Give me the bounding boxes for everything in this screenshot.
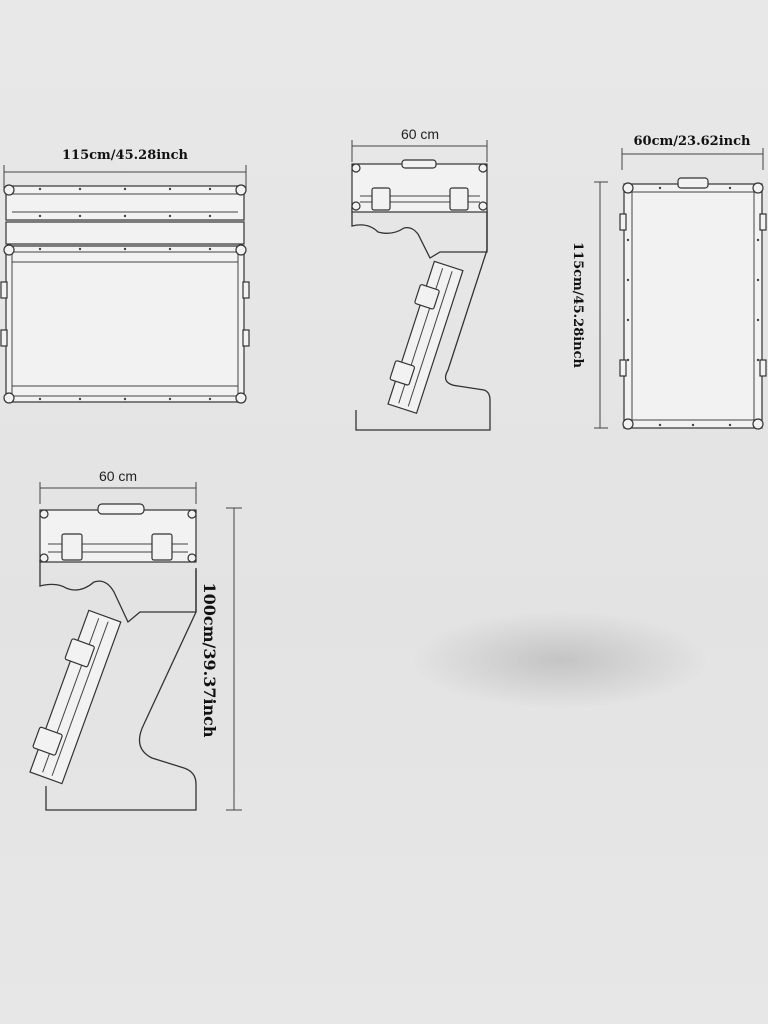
corner-icon <box>622 418 634 430</box>
side-bottom-width-label: 60 cm <box>99 468 137 484</box>
stand-top-outline <box>351 205 488 259</box>
corner-icon <box>3 392 15 404</box>
top-view: 60cm/23.62inch 115cm/45.28inch <box>570 134 767 430</box>
case-body <box>5 245 245 403</box>
latch-icon <box>389 360 415 386</box>
handle-icon <box>401 159 437 169</box>
side-view-bottom: 60 cm 100cm/39.37inch <box>29 468 242 811</box>
stand-outline <box>45 570 197 811</box>
case-lid <box>5 185 245 221</box>
side-view-top: 60 cm <box>351 126 491 431</box>
latch-icon <box>371 187 391 211</box>
corner-icon <box>752 182 764 194</box>
top-width-label: 60cm/23.62inch <box>634 134 752 149</box>
latch-icon <box>64 638 95 668</box>
latch-icon <box>414 284 440 310</box>
side-bottom-height-label: 100cm/39.37inch <box>200 582 219 737</box>
stand-top-outline <box>39 560 197 624</box>
corner-icon <box>235 392 247 404</box>
tilted-lid <box>387 260 464 415</box>
handle-icon <box>677 177 709 189</box>
latch-icon <box>151 533 173 561</box>
case-lid-inner <box>5 221 245 245</box>
top-case <box>623 183 763 429</box>
handle-icon <box>97 503 145 515</box>
top-height-label: 115cm/45.28inch <box>570 242 585 369</box>
corner-icon <box>3 244 15 256</box>
corner-icon <box>752 418 764 430</box>
corner-icon <box>622 182 634 194</box>
latch-icon <box>449 187 469 211</box>
corner-icon <box>235 244 247 256</box>
front-open-view: 115cm/45.28inch <box>0 148 250 404</box>
latch-icon <box>61 533 83 561</box>
tilted-lid <box>29 609 122 785</box>
stand-outline <box>355 212 491 431</box>
front-width-label: 115cm/45.28inch <box>62 148 189 163</box>
latch-icon <box>32 726 63 756</box>
corner-icon <box>235 184 247 196</box>
rivets <box>38 187 212 401</box>
rivets <box>626 186 760 427</box>
side-top-width-label: 60 cm <box>401 126 439 142</box>
corner-icon <box>3 184 15 196</box>
